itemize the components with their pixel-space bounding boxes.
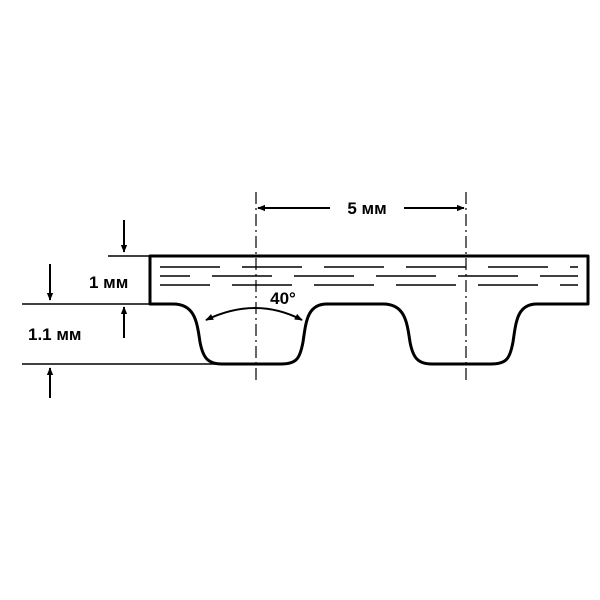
tooth-angle-arc (205, 307, 303, 321)
belt-cord-lines (160, 266, 578, 286)
belt-outline (148, 254, 590, 366)
belt-thickness-label: 1 мм (89, 273, 128, 292)
pitch-label: 5 мм (347, 199, 386, 218)
tooth-angle-label: 40° (270, 289, 296, 308)
tooth-height-label: 1.1 мм (28, 325, 82, 344)
